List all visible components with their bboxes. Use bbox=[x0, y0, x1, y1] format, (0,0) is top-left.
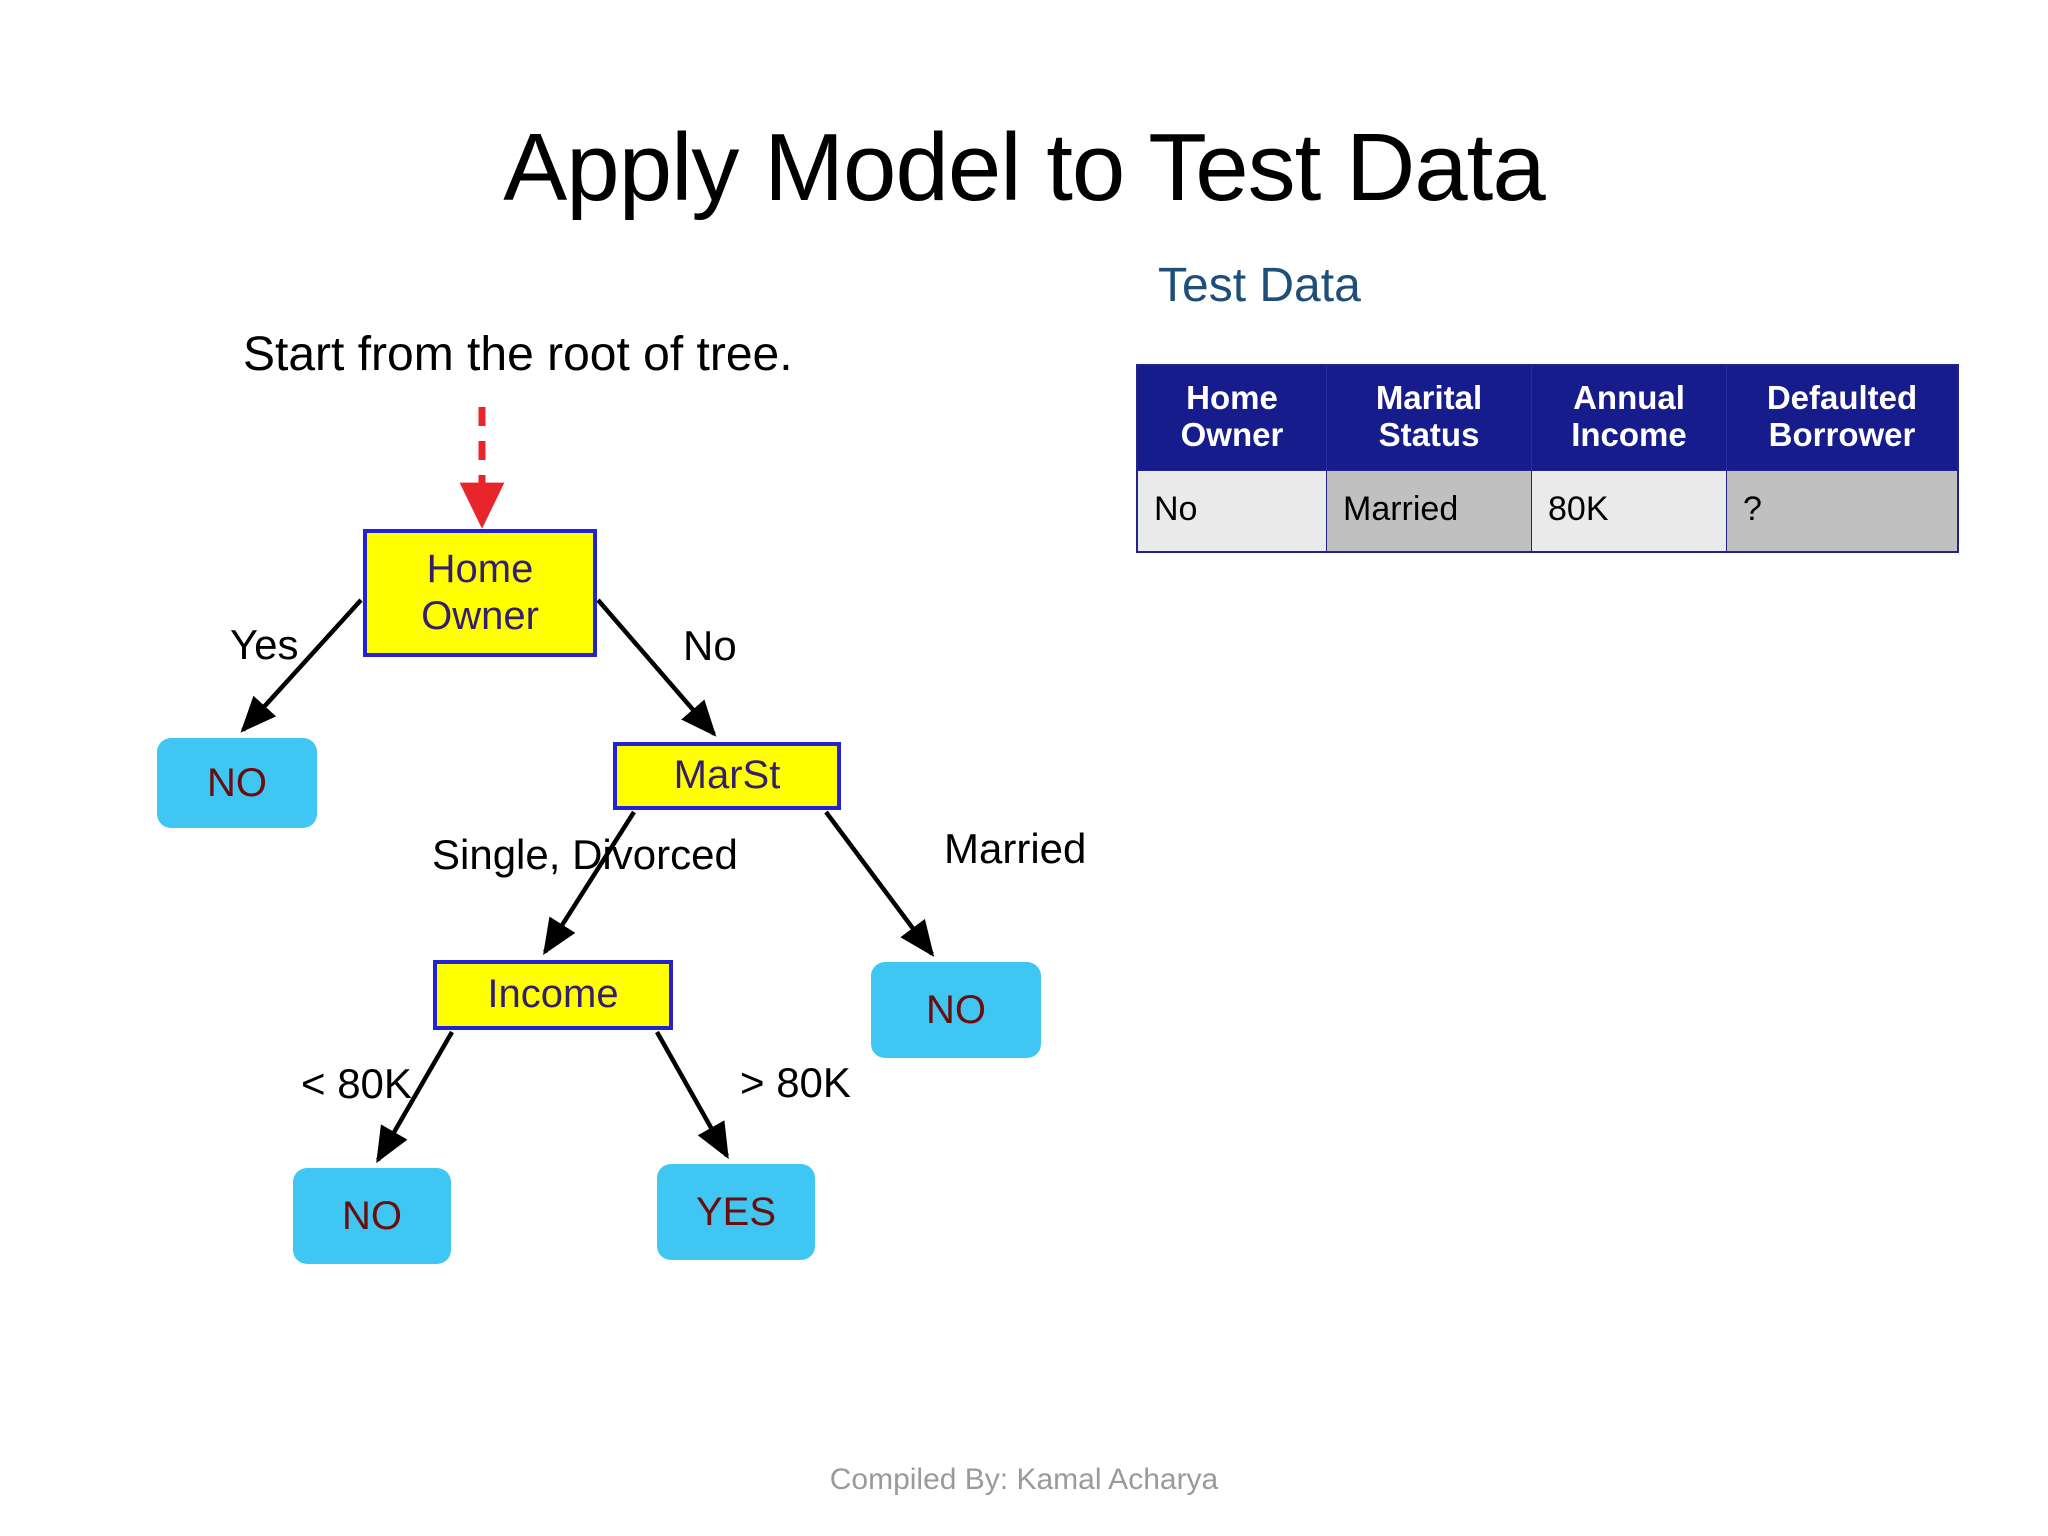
leaf-label: NO bbox=[207, 760, 267, 805]
header-line-2: Borrower bbox=[1768, 415, 1916, 453]
page-title: Apply Model to Test Data bbox=[503, 114, 1545, 221]
tree-leaf-no-low-income[interactable]: NO bbox=[293, 1168, 451, 1264]
tree-node-home-owner[interactable]: Home Owner bbox=[363, 529, 597, 657]
decision-tree-connectors bbox=[240, 407, 935, 1164]
tree-node-income[interactable]: Income bbox=[433, 960, 673, 1030]
leaf-label: NO bbox=[342, 1193, 402, 1238]
header-line-1: Home bbox=[1186, 379, 1278, 416]
header-line-1: Annual bbox=[1573, 379, 1685, 416]
cell-home-owner: No bbox=[1136, 469, 1327, 553]
header-line-1: Defaulted bbox=[1766, 379, 1918, 416]
edge-label-married: Married bbox=[944, 825, 1087, 872]
edge-label-single-divorced: Single, Divorced bbox=[432, 831, 738, 878]
cell-marital-status: Married bbox=[1326, 469, 1532, 553]
tree-leaf-yes-high-income[interactable]: YES bbox=[657, 1164, 815, 1260]
edge-label-less-than-80k: < 80K bbox=[301, 1060, 412, 1107]
header-line-2: Income bbox=[1571, 415, 1687, 453]
table-row: No Married 80K ? bbox=[1136, 469, 1959, 553]
edge-income-to-no bbox=[376, 1030, 454, 1164]
edge-label-greater-than-80k: > 80K bbox=[740, 1059, 851, 1106]
edge-root-to-marst-no bbox=[596, 598, 717, 737]
leaf-label: YES bbox=[695, 1189, 777, 1234]
cell-defaulted-borrower: ? bbox=[1726, 469, 1959, 553]
column-header-marital-status: Marital Status bbox=[1326, 365, 1532, 471]
header-line-1: Marital bbox=[1375, 379, 1483, 416]
node-label-line-2: Owner bbox=[421, 594, 539, 638]
edge-marst-to-no-married bbox=[824, 810, 935, 957]
node-label: Income bbox=[487, 972, 619, 1017]
column-header-defaulted-borrower: Defaulted Borrower bbox=[1726, 365, 1958, 471]
test-data-table: Home Owner Marital Status Annual Income … bbox=[1136, 364, 1959, 553]
column-header-annual-income: Annual Income bbox=[1531, 365, 1727, 471]
tree-leaf-no-yes-branch[interactable]: NO bbox=[157, 738, 317, 828]
edge-root-to-no-yes bbox=[240, 598, 363, 733]
edge-income-to-yes bbox=[655, 1030, 729, 1160]
tree-leaf-no-married-branch[interactable]: NO bbox=[871, 962, 1041, 1058]
edge-label-root-yes: Yes bbox=[230, 621, 299, 668]
node-label-line-1: Home bbox=[426, 546, 534, 591]
node-label: MarSt bbox=[673, 753, 781, 798]
start-instruction-text: Start from the root of tree. bbox=[243, 328, 793, 381]
column-header-home-owner: Home Owner bbox=[1137, 365, 1327, 471]
cell-annual-income: 80K bbox=[1531, 469, 1727, 553]
edge-marst-to-income bbox=[543, 810, 636, 956]
edge-label-root-no: No bbox=[683, 622, 737, 669]
leaf-label: NO bbox=[926, 987, 986, 1032]
header-line-2: Status bbox=[1378, 415, 1480, 453]
test-data-heading: Test Data bbox=[1158, 259, 1361, 312]
tree-node-marst[interactable]: MarSt bbox=[613, 742, 841, 810]
header-line-2: Owner bbox=[1180, 415, 1284, 453]
table-header-row: Home Owner Marital Status Annual Income … bbox=[1137, 365, 1958, 471]
footer-credit: Compiled By: Kamal Acharya bbox=[829, 1463, 1219, 1496]
